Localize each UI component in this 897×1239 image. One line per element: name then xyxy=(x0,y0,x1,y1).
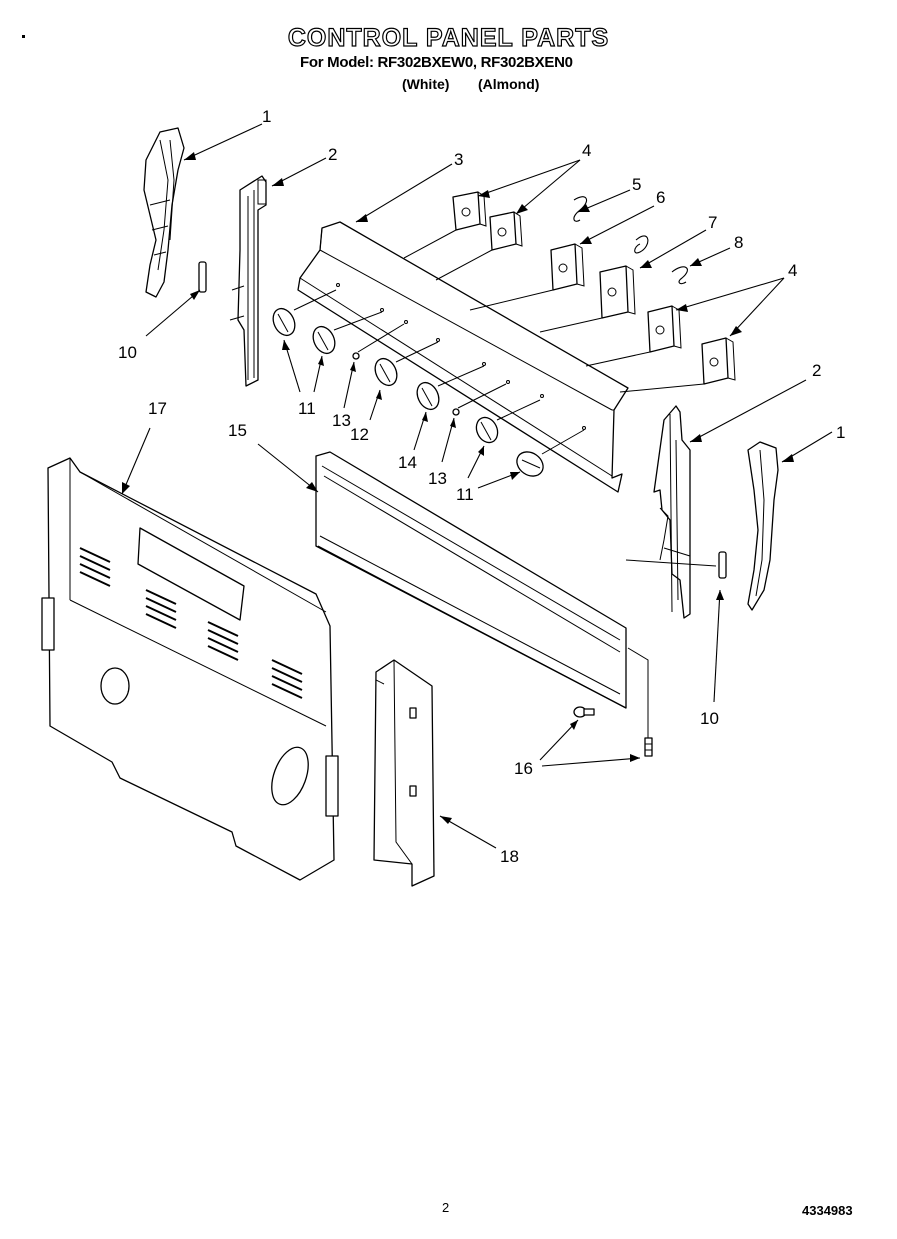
callout-2-left: 2 xyxy=(328,145,337,164)
callout-13-left: 13 xyxy=(332,411,351,430)
part-8-wire-lead xyxy=(671,266,688,285)
callout-15: 15 xyxy=(228,421,247,440)
alignment-lines xyxy=(403,229,705,393)
page-title: CONTROL PANEL PARTS xyxy=(287,23,610,52)
color-label-white: (White) xyxy=(402,76,450,92)
part-10-right-clip xyxy=(718,551,727,579)
knob-11-b xyxy=(312,325,336,355)
callout-10-right: 10 xyxy=(700,709,719,728)
part-3-control-panel xyxy=(297,221,629,493)
knob-12 xyxy=(374,357,398,387)
part-7-control-switch xyxy=(599,265,636,319)
document-number: 4334983 xyxy=(802,1203,853,1218)
part-10-left-clip xyxy=(198,261,207,293)
color-label-almond: (Almond) xyxy=(478,76,540,92)
model-numbers: For Model: RF302BXEW0, RF302BXEN0 xyxy=(300,54,573,71)
callout-4-top: 4 xyxy=(582,141,591,160)
knob-11-a xyxy=(272,307,296,337)
callout-leaders xyxy=(121,123,833,849)
part-17-rear-panel xyxy=(41,457,339,881)
part-16-screw-a xyxy=(573,706,595,718)
callout-6: 6 xyxy=(656,188,665,207)
callout-12: 12 xyxy=(350,425,369,444)
callout-1-right: 1 xyxy=(836,423,845,442)
part-4-switch-b xyxy=(489,211,523,251)
callout-11-left: 11 xyxy=(298,399,316,418)
indicator-13-a xyxy=(352,352,360,360)
part-2-right-side-bracket xyxy=(653,405,691,619)
callout-13-right: 13 xyxy=(428,469,447,488)
part-18-channel xyxy=(373,659,435,887)
knob-14 xyxy=(416,381,440,411)
page-number: 2 xyxy=(442,1200,450,1215)
part-4-switch-d xyxy=(701,337,736,385)
callout-18: 18 xyxy=(500,847,519,866)
scan-speck xyxy=(22,35,25,38)
callout-17: 17 xyxy=(148,399,167,418)
part-1-right-end-cap xyxy=(747,441,779,611)
callout-3: 3 xyxy=(454,150,463,169)
part-1-left-end-cap xyxy=(143,127,185,298)
knob-11-c xyxy=(475,416,499,444)
callout-11-right: 11 xyxy=(456,485,474,504)
callout-1-left: 1 xyxy=(262,107,271,126)
knob-11-d xyxy=(516,451,544,477)
part-6-infinite-switch xyxy=(550,243,585,291)
callout-2-right: 2 xyxy=(812,361,821,380)
callout-16: 16 xyxy=(514,759,533,778)
part-16-screw-b xyxy=(644,737,653,757)
part-4-switch-a xyxy=(452,191,487,231)
callout-7: 7 xyxy=(708,213,717,232)
part-7-wire xyxy=(634,235,649,254)
callout-5: 5 xyxy=(632,175,641,194)
callout-14: 14 xyxy=(398,453,417,472)
part-2-left-side-bracket xyxy=(229,175,267,387)
part-4-switch-c xyxy=(647,305,682,353)
callout-4-right: 4 xyxy=(788,261,797,280)
callout-10-left: 10 xyxy=(118,343,137,362)
indicator-13-b xyxy=(452,408,460,416)
callout-8: 8 xyxy=(734,233,743,252)
part-15-trim-strip xyxy=(315,451,627,709)
